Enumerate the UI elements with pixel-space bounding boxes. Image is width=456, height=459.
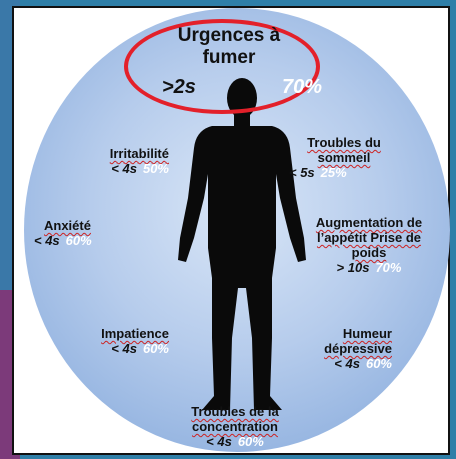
symptom-depression: Humeur dépressive < 4s 60%: [282, 326, 392, 371]
symptom-name: Irritabilité: [59, 146, 169, 161]
symptom-anxiety: Anxiété < 4s 60%: [34, 218, 134, 248]
symptom-percent: 60%: [238, 434, 264, 449]
symptom-irritability: Irritabilité < 4s 50%: [59, 146, 169, 176]
symptom-percent: 25%: [321, 165, 347, 180]
symptom-percent: 60%: [143, 341, 169, 356]
symptom-name: Anxiété: [34, 218, 134, 233]
symptom-concentration: Troubles de la concentration < 4s 60%: [174, 404, 296, 449]
symptom-duration: < 4s: [334, 356, 360, 371]
human-silhouette: [172, 78, 312, 423]
symptom-percent: 60%: [66, 233, 92, 248]
symptom-percent: 50%: [143, 161, 169, 176]
symptom-name: Humeur dépressive: [282, 326, 392, 356]
urge-duration: >2s: [162, 76, 196, 99]
diagram-frame: Urgences à fumer >2s 70% Irritabilité < …: [12, 6, 450, 455]
symptom-appetite: Augmentation de l’appétit Prise de poids…: [304, 215, 434, 275]
symptom-name: Impatience: [59, 326, 169, 341]
symptom-duration: > 10s: [337, 260, 370, 275]
symptom-name: Troubles de la concentration: [174, 404, 296, 434]
symptom-percent: 70%: [375, 260, 401, 275]
symptom-name: Augmentation de l’appétit Prise de poids: [304, 215, 434, 260]
symptom-sleep: Troubles du sommeil < 5s 25%: [289, 135, 399, 180]
urge-title: Urgences à fumer: [164, 25, 294, 69]
symptom-name: Troubles du sommeil: [289, 135, 399, 165]
symptom-duration: < 4s: [111, 161, 137, 176]
symptom-duration: < 4s: [206, 434, 232, 449]
symptom-duration: < 5s: [289, 165, 315, 180]
symptom-impatience: Impatience < 4s 60%: [59, 326, 169, 356]
urge-percent: 70%: [282, 76, 322, 99]
symptom-percent: 60%: [366, 356, 392, 371]
symptom-duration: < 4s: [111, 341, 137, 356]
symptom-duration: < 4s: [34, 233, 60, 248]
